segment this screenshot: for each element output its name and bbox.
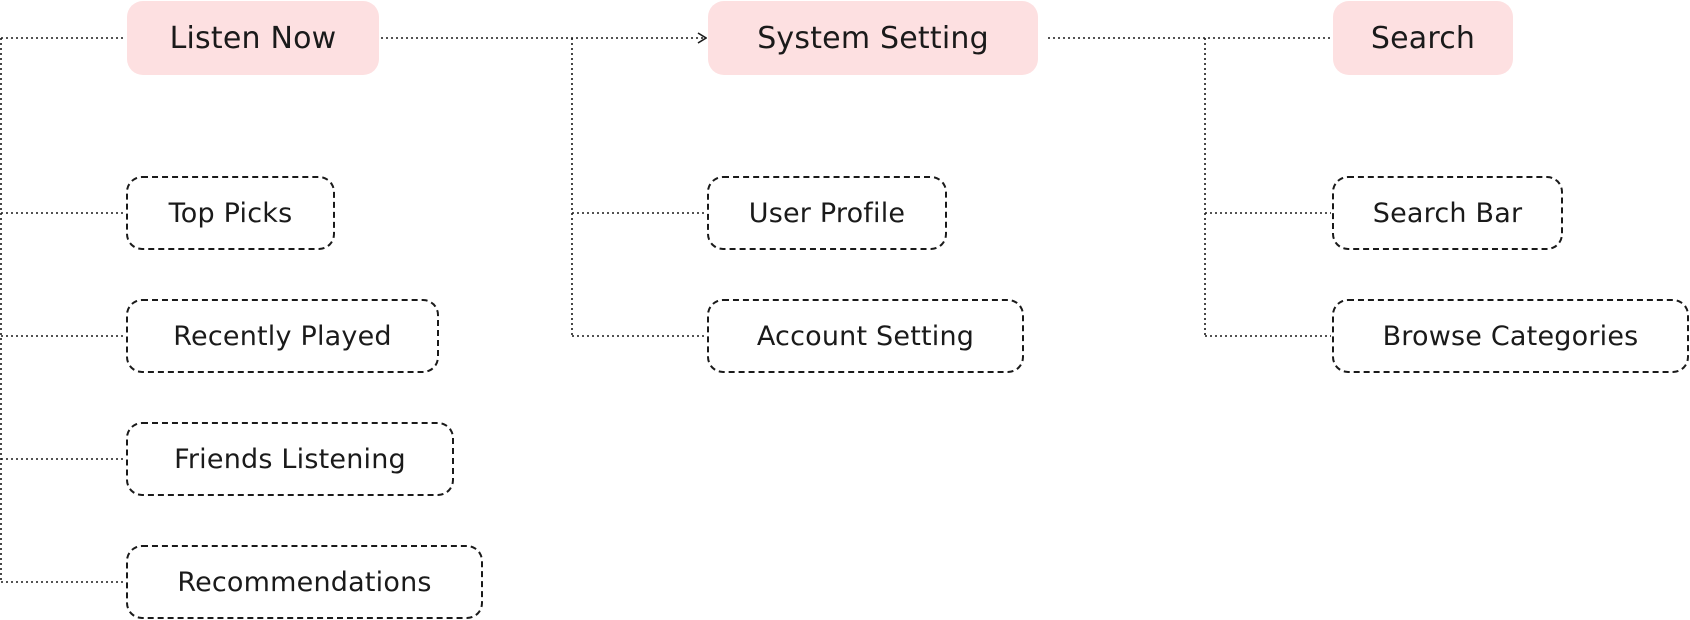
node-label: System Setting [757, 20, 989, 56]
node-label: Recommendations [177, 566, 432, 598]
node-label: Top Picks [168, 197, 293, 229]
node-account-setting[interactable]: Account Setting [707, 299, 1024, 373]
node-top-picks[interactable]: Top Picks [126, 176, 335, 250]
node-label: Recently Played [173, 320, 392, 352]
node-label: Browse Categories [1382, 320, 1639, 352]
node-label: Listen Now [169, 20, 337, 56]
node-system-setting[interactable]: System Setting [708, 1, 1038, 75]
node-listen-now[interactable]: Listen Now [127, 1, 379, 75]
node-user-profile[interactable]: User Profile [707, 176, 947, 250]
node-label: Friends Listening [174, 443, 406, 475]
node-search[interactable]: Search [1333, 1, 1513, 75]
node-browse-categories[interactable]: Browse Categories [1332, 299, 1689, 373]
node-label: Account Setting [756, 320, 975, 352]
node-recently-played[interactable]: Recently Played [126, 299, 439, 373]
node-search-bar[interactable]: Search Bar [1332, 176, 1563, 250]
node-recommendations[interactable]: Recommendations [126, 545, 483, 619]
node-label: Search [1370, 20, 1476, 56]
node-label: Search Bar [1372, 197, 1523, 229]
node-friends-listening[interactable]: Friends Listening [126, 422, 454, 496]
node-label: User Profile [748, 197, 906, 229]
